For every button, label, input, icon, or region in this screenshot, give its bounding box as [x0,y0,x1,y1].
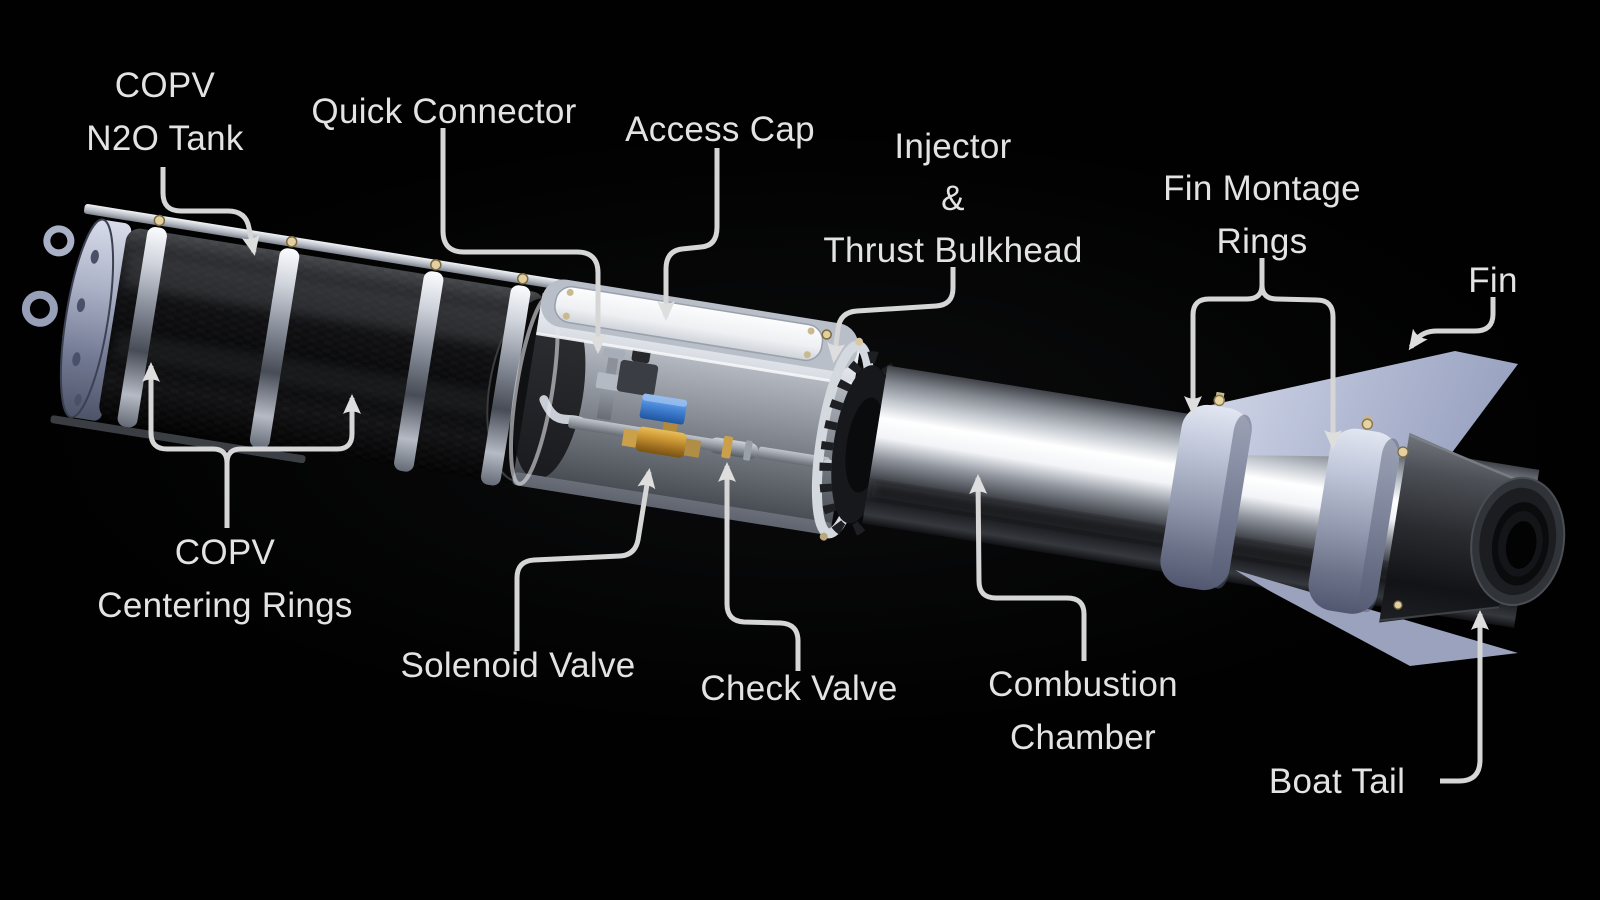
label-line: Centering Rings [97,586,353,625]
label-line: Rings [1216,222,1308,261]
leader-check-valve [718,462,801,671]
injector-feed-pipe [757,446,830,470]
label-fin: Fin [1468,254,1518,307]
access-cap-part [541,279,859,372]
label-copv-centering-rings: COPV Centering Rings [97,526,352,632]
label-line: Injector [894,127,1012,166]
label-line: COPV [114,66,216,105]
leader-centering-right [224,394,361,464]
label-line: Quick Connector [311,92,577,131]
label-line: Check Valve [700,669,898,708]
leader-injector [827,267,956,363]
label-boat-tail: Boat Tail [1269,755,1405,808]
label-solenoid-valve: Solenoid Valve [400,639,635,692]
quick-connector-part [595,347,626,421]
fin-upper-part [1198,351,1518,458]
copv-centering-rings-part [117,227,531,486]
check-valve-part [708,435,759,461]
label-line: Chamber [1009,718,1157,757]
fin-lower-part [1235,570,1518,666]
lifting-eyelets [21,225,75,327]
leader-solenoid-valve [514,468,656,651]
flange-bolt-holes [72,249,99,406]
label-injector-thrust-bulkhead: Injector & Thrust Bulkhead [823,121,1082,277]
leader-access-cap [657,148,720,321]
fin-ring-aft [1308,415,1400,614]
label-line: Access Cap [625,110,815,149]
label-line: & [941,179,965,218]
solenoid-valve-part [621,393,702,458]
label-fin-montage-rings: Fin Montage Rings [1163,162,1361,268]
label-line: COPV [174,533,276,572]
leader-quick-connector [440,128,607,354]
nozzle-exit [1470,476,1566,607]
leader-fin-montage-right [1259,284,1342,450]
label-check-valve: Check Valve [700,662,897,715]
forward-flange-face [59,218,115,419]
label-copv-n2o-tank: COPV N2O Tank [86,59,243,165]
label-line: Thrust Bulkhead [823,231,1083,270]
leader-fin [1408,297,1496,351]
label-line: Fin Montage [1163,169,1361,208]
leader-combustion-chamber [969,474,1087,661]
fin-ring-forward [1160,391,1252,591]
label-combustion-chamber: Combustion Chamber [988,658,1178,764]
fin-montage-rings-part [1160,391,1400,614]
leader-boat-tail [1440,610,1489,784]
top-mounting-rail [83,204,567,291]
leader-lines [142,128,1496,784]
boat-tail-part [1379,432,1566,623]
label-line: N2O Tank [86,119,244,158]
label-line: Solenoid Valve [400,646,636,685]
label-line: Combustion [988,665,1178,704]
label-quick-connector: Quick Connector [311,85,576,138]
label-access-cap: Access Cap [625,103,815,156]
label-line: Boat Tail [1268,762,1406,801]
fin-root-screws [1393,446,1409,610]
label-line: Fin [1468,261,1518,300]
rail-screws [153,214,529,285]
leader-copv-n2o-tank [160,167,260,256]
